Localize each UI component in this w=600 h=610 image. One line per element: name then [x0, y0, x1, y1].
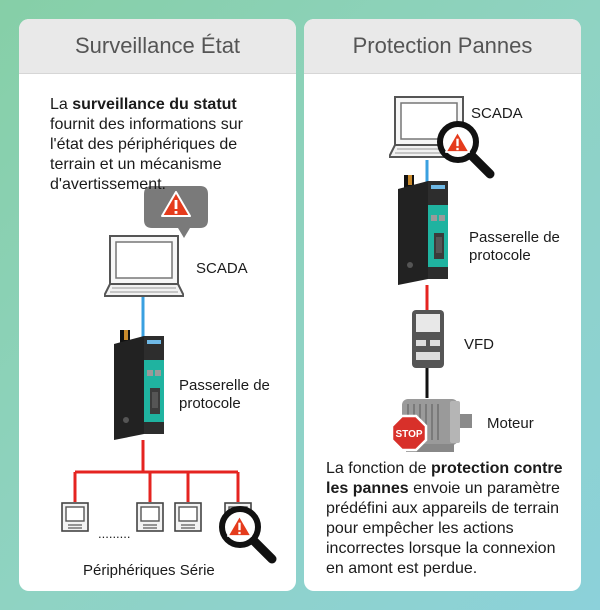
vfd-label: VFD [464, 336, 494, 353]
right-description: La fonction de protection contre les pan… [326, 459, 570, 579]
right-panel-content: Protection Pannes SCADA Passerelle de pr… [304, 19, 581, 591]
right-desc-pre: La fonction de [326, 460, 431, 477]
left-serial-bus [73, 440, 240, 502]
motor-label: Moteur [487, 415, 534, 432]
motor-icon [402, 399, 472, 452]
left-description: La surveillance du statut fournit des in… [50, 95, 272, 195]
right-scada-label: SCADA [471, 105, 523, 122]
vfd-icon [412, 310, 444, 368]
right-desc-bold: protection contre les pannes [326, 460, 563, 497]
left-panel-content: Surveillance État La surveillance du sta… [19, 19, 296, 591]
stop-sign-text: STOP [395, 429, 422, 440]
left-panel-title: Surveillance État [19, 19, 296, 74]
left-desc-bold: surveillance du statut [72, 96, 237, 113]
stop-sign-icon: STOP [390, 414, 428, 452]
left-desc-post: fournit des informations sur l'état des … [50, 116, 243, 193]
right-desc-post: envoie un paramètre prédéfini aux appare… [326, 480, 560, 577]
right-gateway-label-2: protocole [469, 247, 531, 264]
left-gateway-label-1: Passerelle de [179, 377, 270, 394]
left-desc-pre: La [50, 96, 73, 113]
right-panel-title: Protection Pannes [304, 19, 581, 74]
left-device-dots: ......... [98, 526, 131, 541]
left-gateway-label-2: protocole [179, 395, 241, 412]
left-scada-label: SCADA [196, 260, 248, 277]
right-gateway-label-1: Passerelle de [469, 229, 560, 246]
left-devices-label: Périphériques Série [83, 562, 215, 579]
